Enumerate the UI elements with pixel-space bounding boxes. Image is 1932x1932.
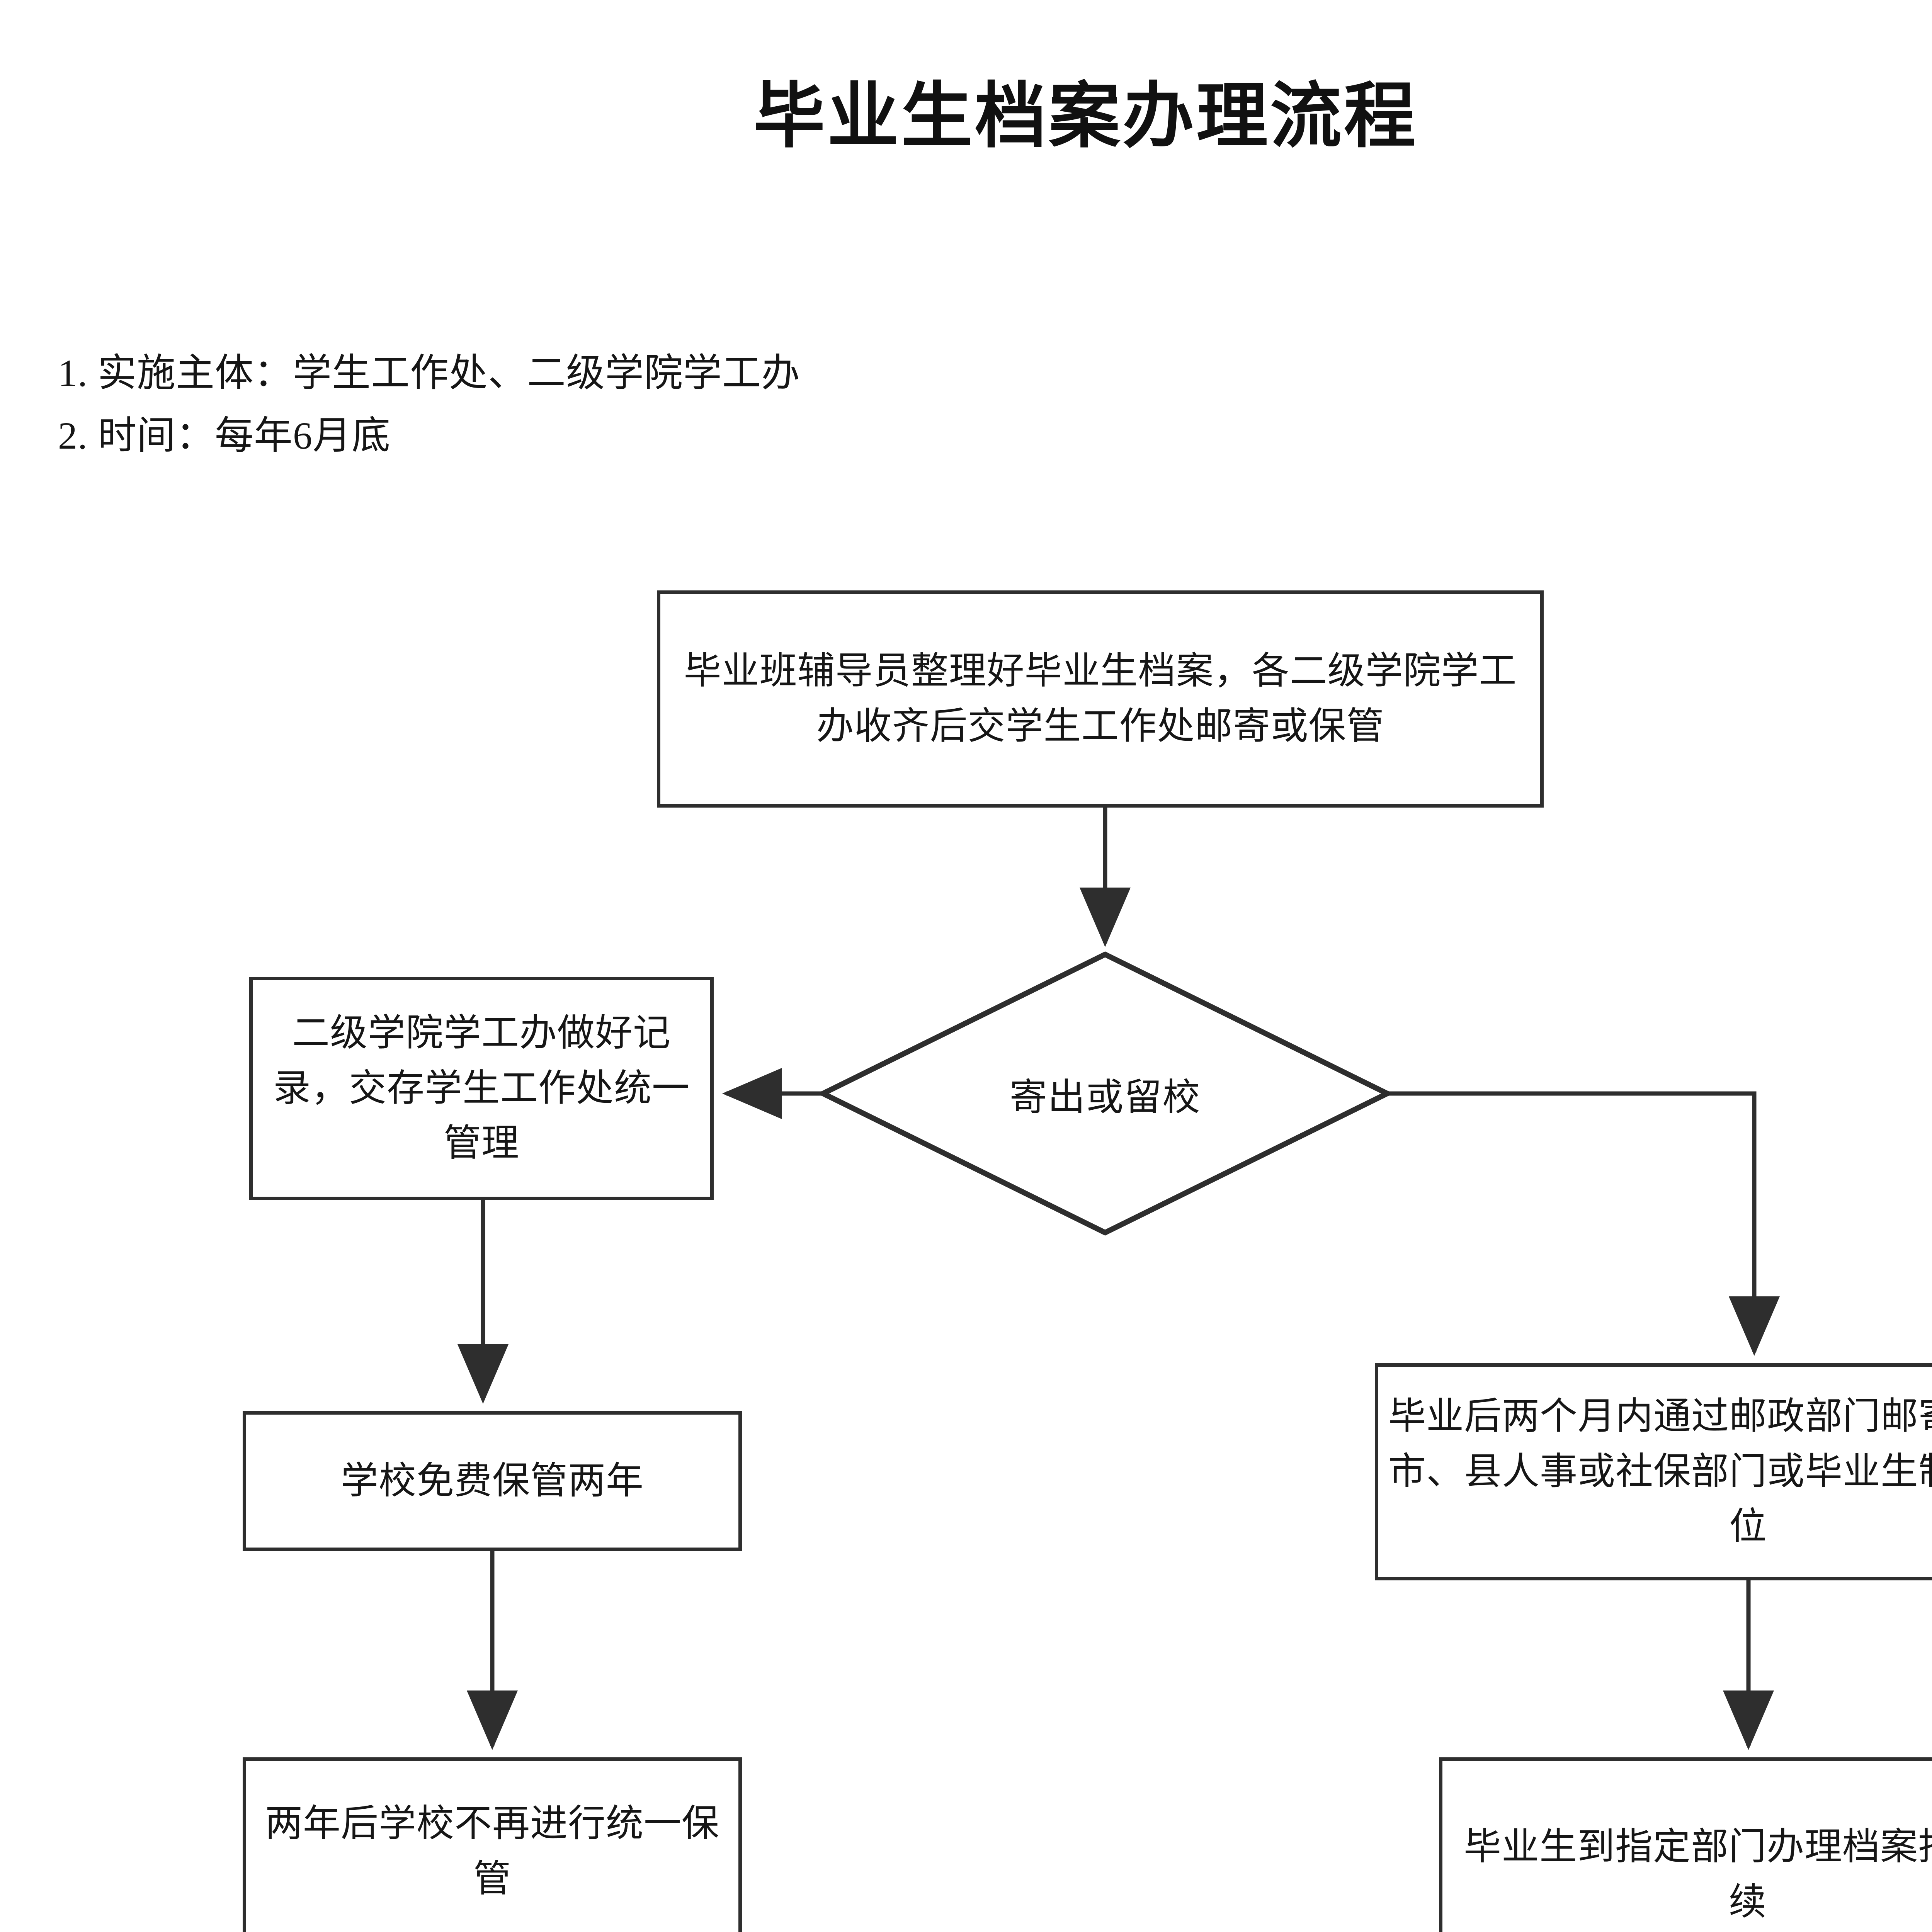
flow-node-nokeep-label: 两年后学校不再进行统一保管 [265, 1803, 719, 1900]
note-line-1: 1. 实施主体：学生工作处、二级学院学工办 [58, 352, 800, 395]
flow-node-record[interactable]: 二级学院学工办做好记录，交存学生工作处统一管理 [249, 977, 714, 1200]
flow-node-freekeep-label: 学校免费保管两年 [341, 1460, 644, 1502]
flow-node-mail-label: 毕业后两个月内通过邮政部门邮寄回生源地市、县人事或社保部门或毕业生制定接收单位 [1388, 1396, 1932, 1548]
flow-node-decision[interactable]: 寄出或留校 [819, 951, 1391, 1236]
decision-diamond-shape [819, 951, 1391, 1236]
flow-node-mail[interactable]: 毕业后两个月内通过邮政部门邮寄回生源地市、县人事或社保部门或毕业生制定接收单位 [1375, 1363, 1932, 1580]
page-title: 毕业生档案办理流程 [753, 77, 1418, 156]
flow-node-freekeep[interactable]: 学校免费保管两年 [243, 1411, 742, 1551]
note-line-2: 2. 时间：每年6月底 [58, 414, 391, 457]
flow-node-handover-label: 毕业生到指定部门办理档案托管手续 [1464, 1826, 1932, 1923]
flow-node-nokeep[interactable]: 两年后学校不再进行统一保管 [243, 1757, 742, 1932]
flow-node-record-label: 二级学院学工办做好记录，交存学生工作处统一管理 [273, 1012, 690, 1164]
flow-node-handover[interactable]: 毕业生到指定部门办理档案托管手续 [1439, 1757, 1932, 1932]
flow-node-collect[interactable]: 毕业班辅导员整理好毕业生档案，各二级学院学工办收齐后交学生工作处邮寄或保管 [657, 590, 1544, 808]
flow-node-collect-label: 毕业班辅导员整理好毕业生档案，各二级学院学工办收齐后交学生工作处邮寄或保管 [684, 650, 1517, 747]
edge-decision-to-mail [1389, 1091, 1780, 1356]
notes-block: 1. 实施主体：学生工作处、二级学院学工办 2. 时间：每年6月底 [58, 342, 1372, 467]
